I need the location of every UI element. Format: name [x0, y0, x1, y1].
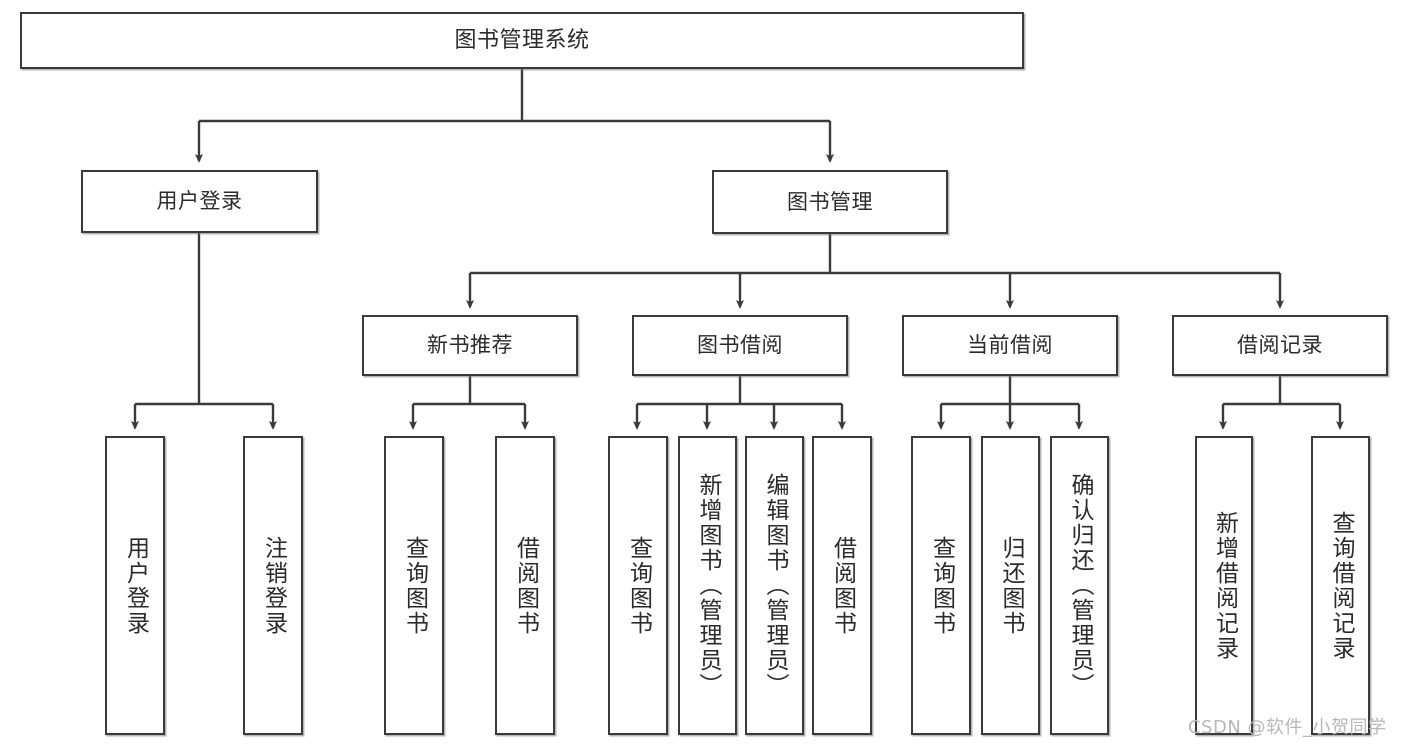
node-leaf-currentborrow-query-books[interactable]: 查询图书 — [911, 436, 971, 735]
node-borrow-record[interactable]: 借阅记录 — [1172, 315, 1388, 376]
node-root-book-management-system[interactable]: 图书管理系统 — [20, 12, 1024, 69]
node-label: 查询图书 — [401, 535, 428, 636]
node-label: 查询图书 — [928, 535, 955, 636]
node-current-borrow[interactable]: 当前借阅 — [902, 315, 1118, 376]
node-leaf-currentborrow-confirm-return-admin[interactable]: 确认归还（管理员） — [1050, 436, 1109, 735]
node-label: 用户登录 — [122, 535, 149, 636]
node-label: 新书推荐 — [427, 333, 513, 358]
node-leaf-bookborrow-borrow-books[interactable]: 借阅图书 — [812, 436, 872, 735]
node-label: 归还图书 — [998, 535, 1024, 636]
node-leaf-logout[interactable]: 注销登录 — [243, 436, 303, 735]
node-leaf-newbook-borrow-books[interactable]: 借阅图书 — [495, 436, 555, 735]
node-label: 确认归还（管理员） — [1067, 473, 1093, 698]
node-leaf-bookborrow-query-books[interactable]: 查询图书 — [608, 436, 668, 735]
node-leaf-borrowrecord-add-record[interactable]: 新增借阅记录 — [1195, 436, 1253, 735]
node-label: 图书借阅 — [697, 333, 783, 358]
node-label: 编辑图书（管理员） — [762, 473, 788, 698]
node-label: 借阅图书 — [512, 535, 539, 636]
csdn-watermark: CSDN @软件_小贺同学 — [1188, 717, 1387, 738]
node-book-borrow[interactable]: 图书借阅 — [632, 315, 848, 376]
node-label: 图书管理 — [787, 189, 873, 214]
node-label: 当前借阅 — [967, 333, 1053, 358]
node-book-management[interactable]: 图书管理 — [712, 170, 948, 234]
node-label: 注销登录 — [260, 535, 287, 636]
node-label: 图书管理系统 — [454, 27, 590, 53]
node-leaf-user-login[interactable]: 用户登录 — [105, 436, 165, 735]
node-label: 新增借阅记录 — [1211, 510, 1238, 661]
node-leaf-borrowrecord-query-record[interactable]: 查询借阅记录 — [1311, 436, 1370, 735]
node-label: 查询图书 — [625, 535, 652, 636]
node-label: 借阅图书 — [829, 535, 856, 636]
node-new-book-recommend[interactable]: 新书推荐 — [362, 315, 578, 376]
node-label: 借阅记录 — [1237, 333, 1323, 358]
node-label: 查询借阅记录 — [1328, 510, 1354, 661]
node-label: 用户登录 — [156, 189, 243, 214]
node-leaf-bookborrow-edit-book-admin[interactable]: 编辑图书（管理员） — [745, 436, 804, 735]
node-user-login[interactable]: 用户登录 — [81, 170, 318, 233]
node-leaf-bookborrow-add-book-admin[interactable]: 新增图书（管理员） — [678, 436, 737, 735]
node-leaf-currentborrow-return-books[interactable]: 归还图书 — [981, 436, 1040, 735]
node-leaf-newbook-query-books[interactable]: 查询图书 — [384, 436, 444, 735]
node-label: 新增图书（管理员） — [695, 473, 721, 698]
